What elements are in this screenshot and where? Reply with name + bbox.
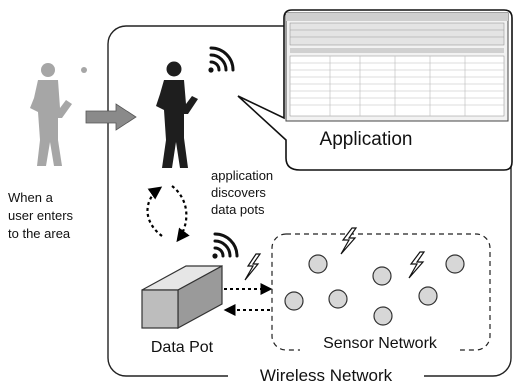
sensor-node xyxy=(373,306,393,326)
data-pot-label: Data Pot xyxy=(151,339,214,356)
faded-device-dot xyxy=(81,67,87,73)
discovery-arrow-up xyxy=(146,186,163,237)
data-pot-wifi-icon xyxy=(212,232,239,259)
sensor-node xyxy=(328,289,348,309)
sensor-node xyxy=(308,254,328,274)
discovery-arrow-down xyxy=(171,185,190,243)
wifi-signal-icon xyxy=(208,46,235,73)
sensor-node xyxy=(284,291,304,311)
sensor-network-label-bg xyxy=(300,330,460,352)
enter-arrow xyxy=(85,103,137,131)
wireless-network-label: Wireless Network xyxy=(260,366,393,385)
sensor-node xyxy=(445,254,465,274)
user-enters-text: When a user enters to the area xyxy=(8,190,77,241)
lightning-icon xyxy=(244,253,262,281)
sensor-node xyxy=(418,286,438,306)
sensor-network-label: Sensor Network xyxy=(323,335,438,352)
application-label: Application xyxy=(320,129,413,150)
user-silhouette xyxy=(156,61,198,168)
application-window xyxy=(285,12,509,122)
discovers-text: application discovers data pots xyxy=(211,168,277,217)
sensor-nodes xyxy=(284,254,465,326)
lightning-icon xyxy=(340,227,358,255)
lightning-icon xyxy=(408,251,426,279)
faded-user-silhouette xyxy=(30,63,72,166)
sensor-node xyxy=(372,266,392,286)
data-pot-box xyxy=(141,264,223,330)
wireless-network-label-bg xyxy=(228,362,424,384)
